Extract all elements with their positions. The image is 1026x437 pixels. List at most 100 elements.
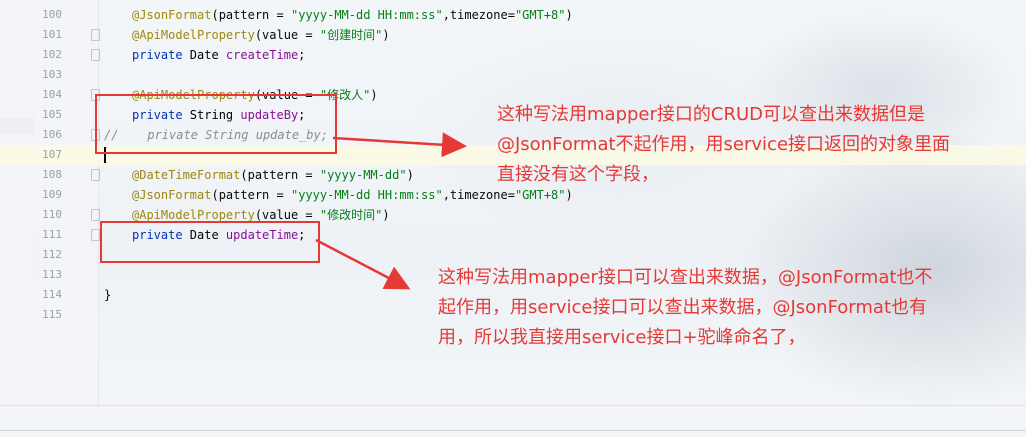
code-text: private Date updateTime; xyxy=(132,225,305,245)
code-text: } xyxy=(104,285,111,305)
code-token: @JsonFormat xyxy=(132,8,212,22)
code-text: @ApiModelProperty(value = "创建时间") xyxy=(132,25,390,45)
line-number: 114 xyxy=(42,288,62,301)
line-number: 103 xyxy=(42,68,62,81)
fold-marker-icon[interactable] xyxy=(91,49,100,61)
code-token: @ApiModelProperty xyxy=(132,208,255,222)
line-number: 111 xyxy=(42,228,62,241)
code-token: "yyyy-MM-dd HH:mm:ss" xyxy=(290,188,443,202)
note1-line-2: @JsonFormat不起作用，用service接口返回的对象里面 xyxy=(497,134,951,155)
code-token: @ApiModelProperty xyxy=(132,28,255,42)
code-token: "GMT+8" xyxy=(514,188,566,202)
gutter-divider xyxy=(98,0,99,405)
line-number: 105 xyxy=(42,108,62,121)
code-token: private xyxy=(132,228,190,242)
code-line[interactable]: 108 @DateTimeFormat(pattern = "yyyy-MM-dd… xyxy=(0,165,1026,185)
code-line[interactable]: 107 xyxy=(0,145,1026,165)
line-number: 109 xyxy=(42,188,62,201)
line-number: 101 xyxy=(42,28,62,41)
note2-line-2: 起作用，用service接口可以查出来数据，@JsonFormat也有 xyxy=(438,297,928,318)
code-text: private String updateBy; xyxy=(132,105,305,125)
code-line[interactable]: 112 xyxy=(0,245,1026,265)
fold-marker-icon[interactable] xyxy=(91,169,100,181)
code-token: @JsonFormat xyxy=(132,188,212,202)
code-text: @JsonFormat(pattern = "yyyy-MM-dd HH:mm:… xyxy=(132,185,573,205)
annotation-note-1: 这种写法用mapper接口的CRUD可以查出来数据但是 @JsonFormat不… xyxy=(497,100,950,190)
code-token: "GMT+8" xyxy=(514,8,566,22)
code-token: ) xyxy=(382,208,390,222)
arrow-to-note1 xyxy=(332,132,467,158)
code-line[interactable]: 110 @ApiModelProperty(value = "修改时间") xyxy=(0,205,1026,225)
line-number: 112 xyxy=(42,248,62,261)
code-token: @DateTimeFormat xyxy=(132,168,241,182)
code-line[interactable]: 101 @ApiModelProperty(value = "创建时间") xyxy=(0,25,1026,45)
code-token: ) xyxy=(382,28,390,42)
note1-line-1: 这种写法用mapper接口的CRUD可以查出来数据但是 xyxy=(497,104,925,125)
code-line[interactable]: 100@JsonFormat(pattern = "yyyy-MM-dd HH:… xyxy=(0,5,1026,25)
fold-marker-icon[interactable] xyxy=(91,209,100,221)
fold-marker-icon[interactable] xyxy=(91,29,100,41)
code-token: private xyxy=(132,48,190,62)
code-token: ) xyxy=(565,8,573,22)
fold-marker-icon[interactable] xyxy=(91,229,100,241)
code-token: ) xyxy=(370,88,378,102)
code-token: Date xyxy=(189,48,226,62)
code-token: ,timezone= xyxy=(442,188,515,202)
code-text: // private String update_by; xyxy=(104,125,328,145)
line-number: 100 xyxy=(42,8,62,21)
line-number: 102 xyxy=(42,48,62,61)
code-token: (value = xyxy=(254,208,320,222)
code-line[interactable]: 102 private Date createTime; xyxy=(0,45,1026,65)
highlight-box-updateBy xyxy=(95,94,337,154)
code-token: ) xyxy=(565,188,573,202)
code-token: (pattern = xyxy=(211,8,291,22)
note1-line-3: 直接没有这个字段， xyxy=(497,164,659,185)
line-number: 115 xyxy=(42,308,62,321)
code-line[interactable]: 105 private String updateBy; xyxy=(0,105,1026,125)
code-line[interactable]: 111 private Date updateTime; xyxy=(0,225,1026,245)
annotation-note-2: 这种写法用mapper接口可以查出来数据，@JsonFormat也不 起作用，用… xyxy=(438,263,932,353)
code-line[interactable]: 103 xyxy=(0,65,1026,85)
code-text: @DateTimeFormat(pattern = "yyyy-MM-dd") xyxy=(132,165,414,185)
code-token: "yyyy-MM-dd" xyxy=(319,168,407,182)
code-line[interactable]: 115 xyxy=(0,305,1026,325)
code-token: "修改人" xyxy=(319,88,371,102)
code-token: ,timezone= xyxy=(442,8,515,22)
code-token: ; xyxy=(298,228,306,242)
code-token: // private String update_by; xyxy=(104,128,328,142)
code-token: ) xyxy=(406,168,414,182)
code-line[interactable]: 109 @JsonFormat(pattern = "yyyy-MM-dd HH:… xyxy=(0,185,1026,205)
code-text: @ApiModelProperty(value = "修改时间") xyxy=(132,205,390,225)
code-token: (pattern = xyxy=(211,188,291,202)
code-token: updateBy xyxy=(240,108,299,122)
code-token: private xyxy=(132,108,190,122)
code-token: ; xyxy=(298,108,306,122)
note2-line-1: 这种写法用mapper接口可以查出来数据，@JsonFormat也不 xyxy=(438,267,933,288)
status-bar-divider xyxy=(0,430,1026,431)
code-token: createTime xyxy=(225,48,299,62)
code-token: "修改时间" xyxy=(319,208,383,222)
line-number: 113 xyxy=(42,268,62,281)
code-token: } xyxy=(104,288,112,302)
line-number-gutter xyxy=(0,0,98,405)
arrow-to-note2 xyxy=(315,238,411,290)
code-token: (value = xyxy=(254,28,320,42)
code-token: Date xyxy=(189,228,226,242)
code-line[interactable]: 113 xyxy=(0,265,1026,285)
note2-line-3: 用，所以我直接用service接口+驼峰命名了， xyxy=(438,327,806,348)
code-token: "创建时间" xyxy=(319,28,383,42)
code-token: String xyxy=(189,108,241,122)
code-line[interactable]: 106 // private String update_by; xyxy=(0,125,1026,145)
status-bar xyxy=(0,405,1026,437)
line-number: 106 xyxy=(42,128,62,141)
line-number: 110 xyxy=(42,208,62,221)
text-cursor xyxy=(104,147,106,163)
code-token: updateTime xyxy=(225,228,299,242)
line-number: 107 xyxy=(42,148,62,161)
code-line[interactable]: 114} xyxy=(0,285,1026,305)
code-token: (pattern = xyxy=(240,168,320,182)
code-token: ; xyxy=(298,48,306,62)
line-number: 108 xyxy=(42,168,62,181)
